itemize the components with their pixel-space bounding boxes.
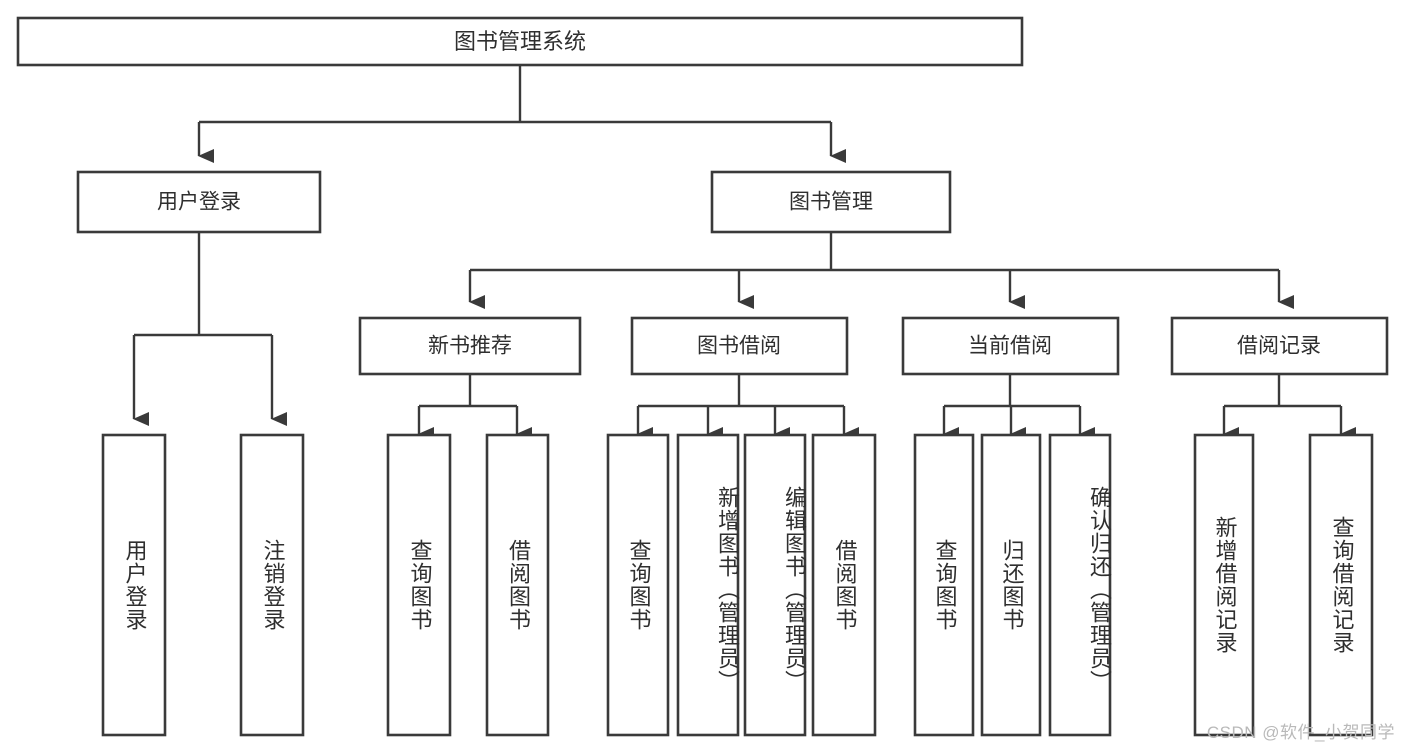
node-current-borrow-box[interactable] (901, 316, 1120, 376)
node-new-book-recommend-box[interactable] (358, 316, 582, 376)
node-current-borrow[interactable]: 当前借阅 (901, 316, 1120, 376)
leaf-box-borrow-book[interactable] (811, 433, 877, 737)
node-book-management-label: 图书管理 (789, 191, 873, 214)
node-borrow-record-box[interactable] (1170, 316, 1389, 376)
node-user-login[interactable]: 用户登录 (76, 170, 322, 234)
leaf-box-query-book-borrow[interactable] (606, 433, 670, 737)
node-book-management-box[interactable] (710, 170, 952, 234)
leaf-box-edit-book-admin[interactable] (743, 433, 807, 737)
leaf-box-query-book-new[interactable] (386, 433, 452, 737)
leaf-box-add-borrow-record[interactable] (1193, 433, 1255, 737)
node-borrow-record[interactable]: 借阅记录 (1170, 316, 1389, 376)
node-book-borrow-box[interactable] (630, 316, 849, 376)
node-new-book-recommend-label: 新书推荐 (428, 335, 512, 358)
leaf-box-logout[interactable] (239, 433, 305, 737)
leaf-box-query-borrow-record[interactable] (1308, 433, 1374, 737)
node-new-book-recommend[interactable]: 新书推荐 (358, 316, 582, 376)
leaf-box-query-book-current[interactable] (913, 433, 975, 737)
node-book-borrow[interactable]: 图书借阅 (630, 316, 849, 376)
node-borrow-record-label: 借阅记录 (1237, 335, 1321, 358)
connector-group (132, 65, 1356, 441)
node-book-borrow-label: 图书借阅 (697, 335, 781, 358)
leaf-box-group (101, 433, 1374, 737)
leaf-box-add-book-admin[interactable] (676, 433, 740, 737)
leaf-box-user-login[interactable] (101, 433, 167, 737)
csdn-watermark: CSDN @软件_小贺同学 (1206, 723, 1395, 742)
node-root-box[interactable] (16, 16, 1024, 67)
node-book-management[interactable]: 图书管理 (710, 170, 952, 234)
leaf-box-return-book[interactable] (980, 433, 1042, 737)
node-current-borrow-label: 当前借阅 (968, 335, 1052, 358)
node-root-system[interactable]: 图书管理系统 (16, 16, 1024, 67)
leaf-box-confirm-return-admin[interactable] (1048, 433, 1112, 737)
node-user-login-label: 用户登录 (157, 191, 241, 214)
leaf-box-borrow-book-new[interactable] (485, 433, 550, 737)
node-root-label: 图书管理系统 (454, 29, 586, 54)
node-user-login-box[interactable] (76, 170, 322, 234)
